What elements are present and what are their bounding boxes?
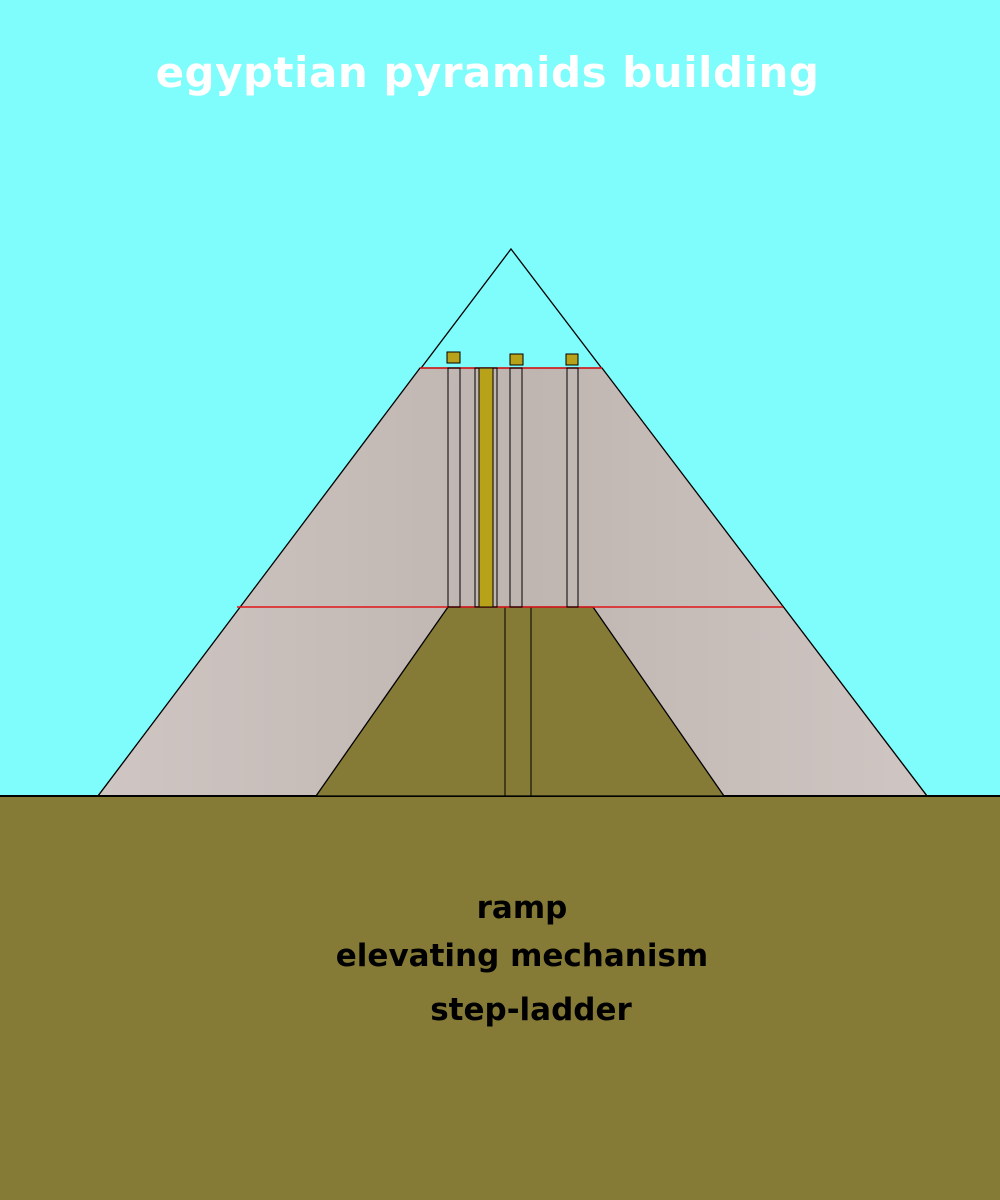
- stone-block-right: [565, 353, 579, 366]
- shaft-left: [447, 367, 461, 608]
- shaft-right: [566, 367, 579, 608]
- stone-block-center: [509, 353, 524, 366]
- ground: [0, 796, 1000, 1200]
- label-step-ladder: step-ladder: [430, 992, 632, 1028]
- diagram-title: egyptian pyramids building: [155, 48, 820, 97]
- stone-block-left: [446, 351, 461, 364]
- shaft-center: [509, 367, 523, 608]
- label-elevating-mechanism: elevating mechanism: [335, 938, 709, 974]
- label-ramp: ramp: [476, 890, 568, 926]
- elevating-mechanism: [478, 367, 494, 608]
